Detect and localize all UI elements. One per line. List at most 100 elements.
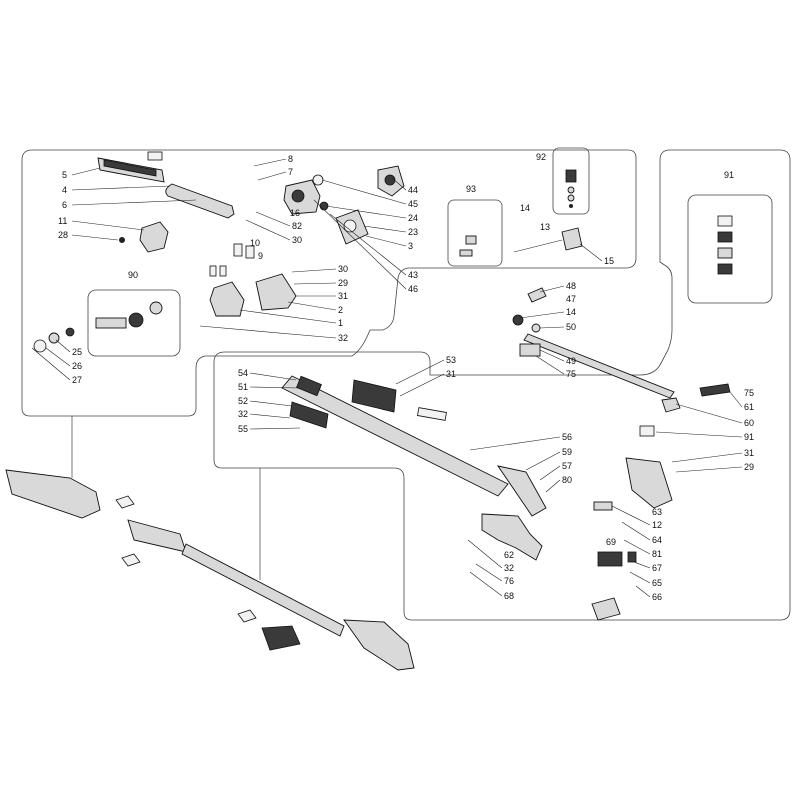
label-12: 12 — [652, 520, 662, 530]
assembled-tool — [5, 469, 415, 671]
housing-44 — [377, 165, 405, 197]
battery-65 — [591, 597, 621, 621]
label-24: 24 — [408, 213, 418, 223]
drive-assembly-90 — [95, 301, 163, 329]
label-16: 16 — [290, 208, 300, 218]
label-14-top: 14 — [520, 203, 530, 213]
oil-pump-15 — [513, 227, 583, 253]
label-53: 53 — [446, 355, 456, 365]
label-6: 6 — [62, 200, 67, 210]
label-54: 54 — [238, 368, 248, 378]
part-91-small — [639, 425, 655, 437]
gear-housing-16 — [283, 179, 321, 215]
label-46: 46 — [408, 284, 418, 294]
group-outline-90 — [87, 289, 181, 357]
label-61: 61 — [744, 402, 754, 412]
part-49 — [519, 343, 541, 357]
part-50 — [512, 314, 541, 333]
label-75-left: 75 — [566, 369, 576, 379]
label-66: 66 — [652, 592, 662, 602]
label-10: 10 — [250, 238, 260, 248]
label-29-right: 29 — [744, 462, 754, 472]
plate-9 — [209, 265, 227, 277]
label-44: 44 — [408, 185, 418, 195]
label-45: 45 — [408, 199, 418, 209]
labels: 5 4 6 11 28 8 7 16 82 30 44 45 24 23 3 4… — [31, 152, 754, 602]
label-43: 43 — [408, 270, 418, 280]
trigger-12 — [593, 501, 613, 511]
label-32-shaft: 32 — [238, 409, 248, 419]
label-91-top: 91 — [724, 170, 734, 180]
group-outline-93 — [447, 199, 503, 267]
label-60: 60 — [744, 418, 754, 428]
label-14-mid: 14 — [566, 307, 576, 317]
label-81: 81 — [652, 549, 662, 559]
label-32-top: 32 — [338, 333, 348, 343]
label-13: 13 — [540, 222, 550, 232]
label-67: 67 — [652, 563, 662, 573]
motor-23 — [335, 209, 369, 245]
housing-half-2 — [255, 273, 297, 311]
spring-shaft-60 — [523, 333, 675, 399]
cover-53 — [351, 379, 397, 413]
label-52: 52 — [238, 396, 248, 406]
label-32-bottom: 32 — [504, 563, 514, 573]
label-31-top: 31 — [338, 291, 348, 301]
label-93: 93 — [466, 184, 476, 194]
handle-62 — [481, 513, 543, 561]
label-11: 11 — [58, 216, 67, 226]
label-51: 51 — [238, 382, 248, 392]
label-55: 55 — [238, 424, 248, 434]
label-76: 76 — [504, 576, 514, 586]
label-82: 82 — [292, 221, 302, 231]
label-29-top: 29 — [338, 278, 348, 288]
group-outline-92 — [552, 147, 590, 215]
label-50: 50 — [566, 322, 576, 332]
housing-half-1 — [209, 281, 245, 317]
group-outline-91 — [687, 194, 773, 304]
handle-63 — [625, 457, 673, 509]
label-31-shaft: 31 — [446, 369, 456, 379]
bar-tag-5 — [147, 151, 163, 161]
group-outline-chainsaw-head — [21, 149, 637, 417]
label-8: 8 — [288, 154, 293, 164]
label-65: 65 — [652, 578, 662, 588]
label-4: 4 — [62, 185, 67, 195]
bar-cover-5 — [97, 157, 165, 183]
label-59: 59 — [562, 447, 572, 457]
label-5: 5 — [62, 170, 67, 180]
label-30-mid: 30 — [338, 264, 348, 274]
label-49: 49 — [566, 356, 576, 366]
kit-91 — [717, 215, 733, 275]
label-64: 64 — [652, 535, 662, 545]
label-92: 92 — [536, 152, 546, 162]
switch-69 — [597, 551, 637, 567]
label-30-top: 30 — [292, 235, 302, 245]
label-27: 27 — [72, 375, 82, 385]
label-26: 26 — [72, 361, 82, 371]
grip-52 — [289, 401, 329, 429]
label-80: 80 — [562, 475, 572, 485]
collar-59 — [496, 465, 547, 517]
label-15: 15 — [604, 256, 614, 266]
label-3: 3 — [408, 241, 413, 251]
label-48: 48 — [566, 281, 576, 291]
label-47: 47 — [566, 294, 576, 304]
plate-10 — [233, 243, 255, 259]
label-56: 56 — [562, 432, 572, 442]
chain-cover-11 — [139, 221, 169, 253]
label-31-right: 31 — [744, 448, 754, 458]
bearing-45 — [312, 174, 324, 186]
screw-28 — [119, 237, 125, 243]
label-2: 2 — [338, 305, 343, 315]
coupler-51 — [296, 375, 322, 397]
label-62: 62 — [504, 550, 514, 560]
end-cap-61 — [661, 383, 731, 413]
shaft-56 — [281, 375, 509, 497]
label-9: 9 — [258, 251, 263, 261]
label-shaft — [417, 407, 447, 421]
group-outline-shaft — [213, 149, 791, 621]
washers-25-27 — [33, 327, 75, 353]
label-23: 23 — [408, 227, 418, 237]
label-90: 90 — [128, 270, 138, 280]
